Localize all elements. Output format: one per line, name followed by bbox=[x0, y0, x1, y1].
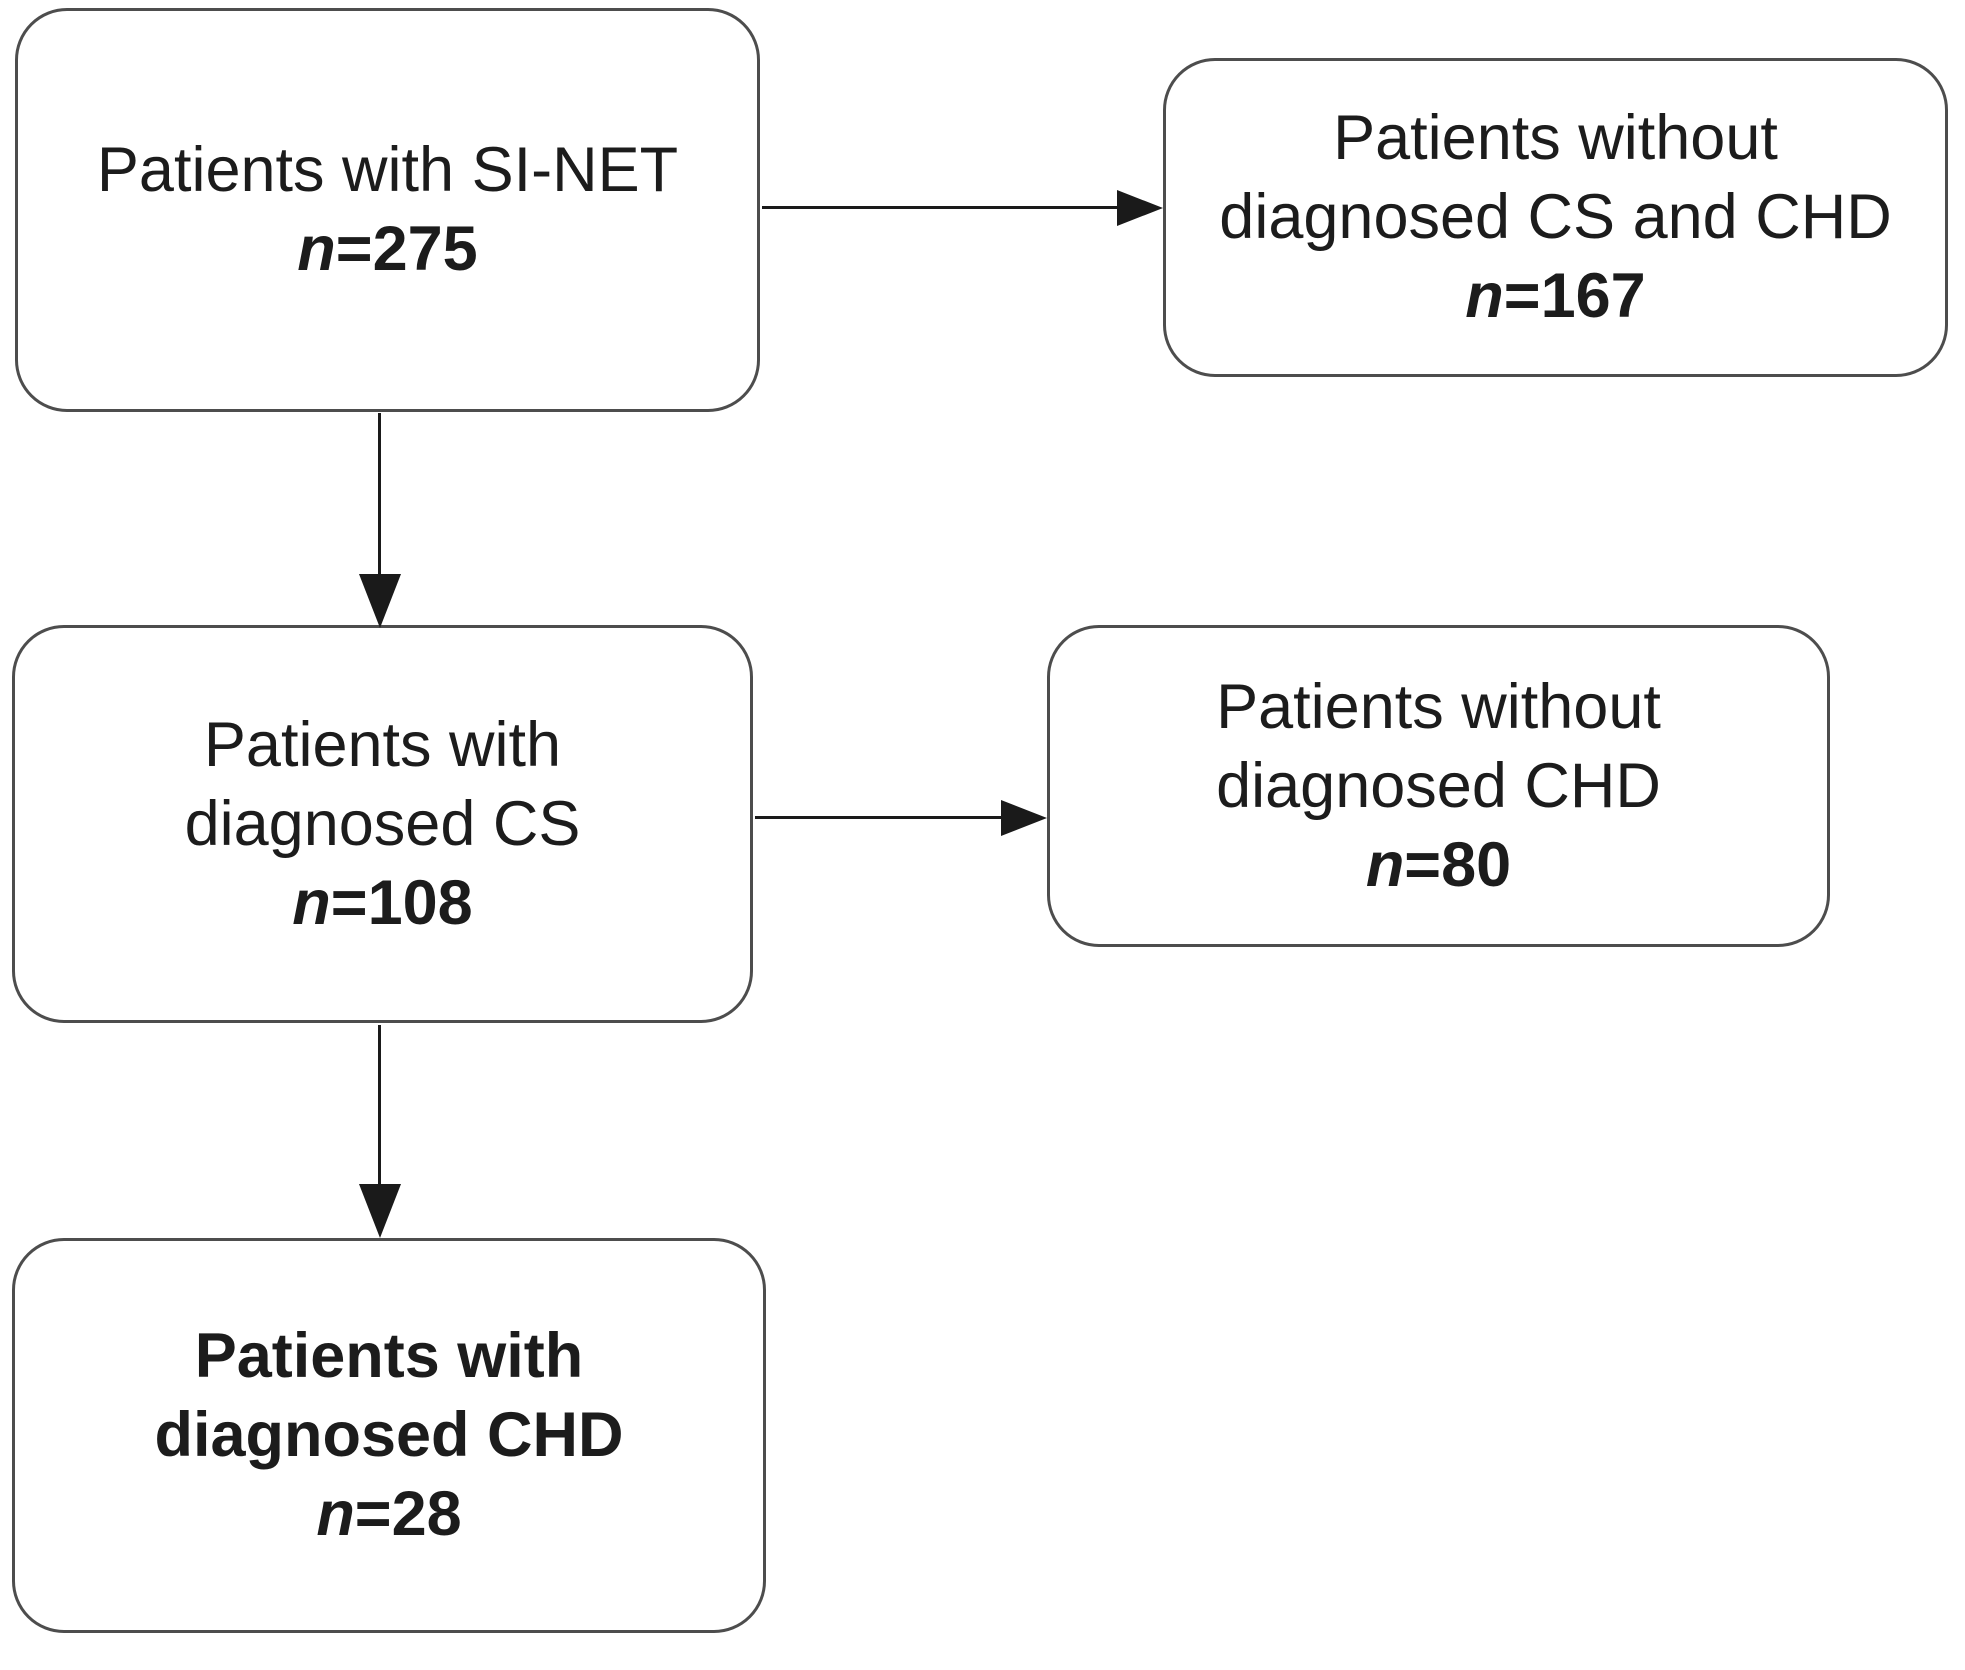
arrowhead-right-icon bbox=[1117, 190, 1163, 226]
flow-node-patients-si-net: Patients with SI-NET n=275 bbox=[15, 8, 760, 412]
flow-node-patients-without-chd: Patients without diagnosed CHD n=80 bbox=[1047, 625, 1830, 947]
n-symbol: n bbox=[297, 214, 336, 284]
node-text-line: Patients with bbox=[203, 709, 562, 780]
node-text-line: Patients with SI-NET bbox=[96, 135, 679, 205]
node-text-line: Patients without bbox=[1333, 103, 1778, 173]
flow-node-patients-without-cs-chd: Patients without diagnosed CS and CHD n=… bbox=[1163, 58, 1948, 377]
n-value: =167 bbox=[1503, 261, 1646, 331]
node-count: n=108 bbox=[292, 864, 472, 943]
node-text-line: diagnosed CHD bbox=[154, 1400, 624, 1470]
arrowhead-down-icon bbox=[359, 574, 401, 628]
n-value: =28 bbox=[354, 1479, 462, 1549]
arrow-line-si-net-to-with-cs bbox=[378, 413, 381, 579]
node-text-line: diagnosed CS and CHD bbox=[1219, 182, 1892, 252]
node-count: n=28 bbox=[316, 1475, 461, 1554]
node-text-line: Patients without bbox=[1216, 671, 1661, 742]
node-count: n=167 bbox=[1465, 257, 1645, 336]
node-text-line: Patients with bbox=[194, 1321, 584, 1391]
node-count: n=275 bbox=[297, 210, 477, 289]
arrow-line-with-cs-to-with-chd bbox=[378, 1025, 381, 1186]
n-symbol: n bbox=[1365, 829, 1405, 900]
flow-node-patients-with-cs: Patients with diagnosed CS n=108 bbox=[12, 625, 753, 1023]
n-symbol: n bbox=[316, 1479, 355, 1549]
node-text-line: diagnosed CS bbox=[184, 788, 581, 859]
flow-node-patients-with-chd: Patients with diagnosed CHD n=28 bbox=[12, 1238, 766, 1633]
n-symbol: n bbox=[292, 867, 331, 938]
arrow-line-with-cs-to-without-chd bbox=[755, 816, 1004, 819]
n-value: =275 bbox=[335, 214, 478, 284]
arrow-line-si-net-to-without-cs-chd bbox=[762, 206, 1120, 209]
n-symbol: n bbox=[1465, 261, 1504, 331]
n-value: =80 bbox=[1404, 829, 1512, 900]
node-count: n=80 bbox=[1366, 826, 1511, 905]
n-value: =108 bbox=[330, 867, 473, 938]
node-text-line: diagnosed CHD bbox=[1216, 750, 1661, 821]
arrowhead-down-icon bbox=[359, 1184, 401, 1238]
arrowhead-right-icon bbox=[1001, 800, 1047, 836]
